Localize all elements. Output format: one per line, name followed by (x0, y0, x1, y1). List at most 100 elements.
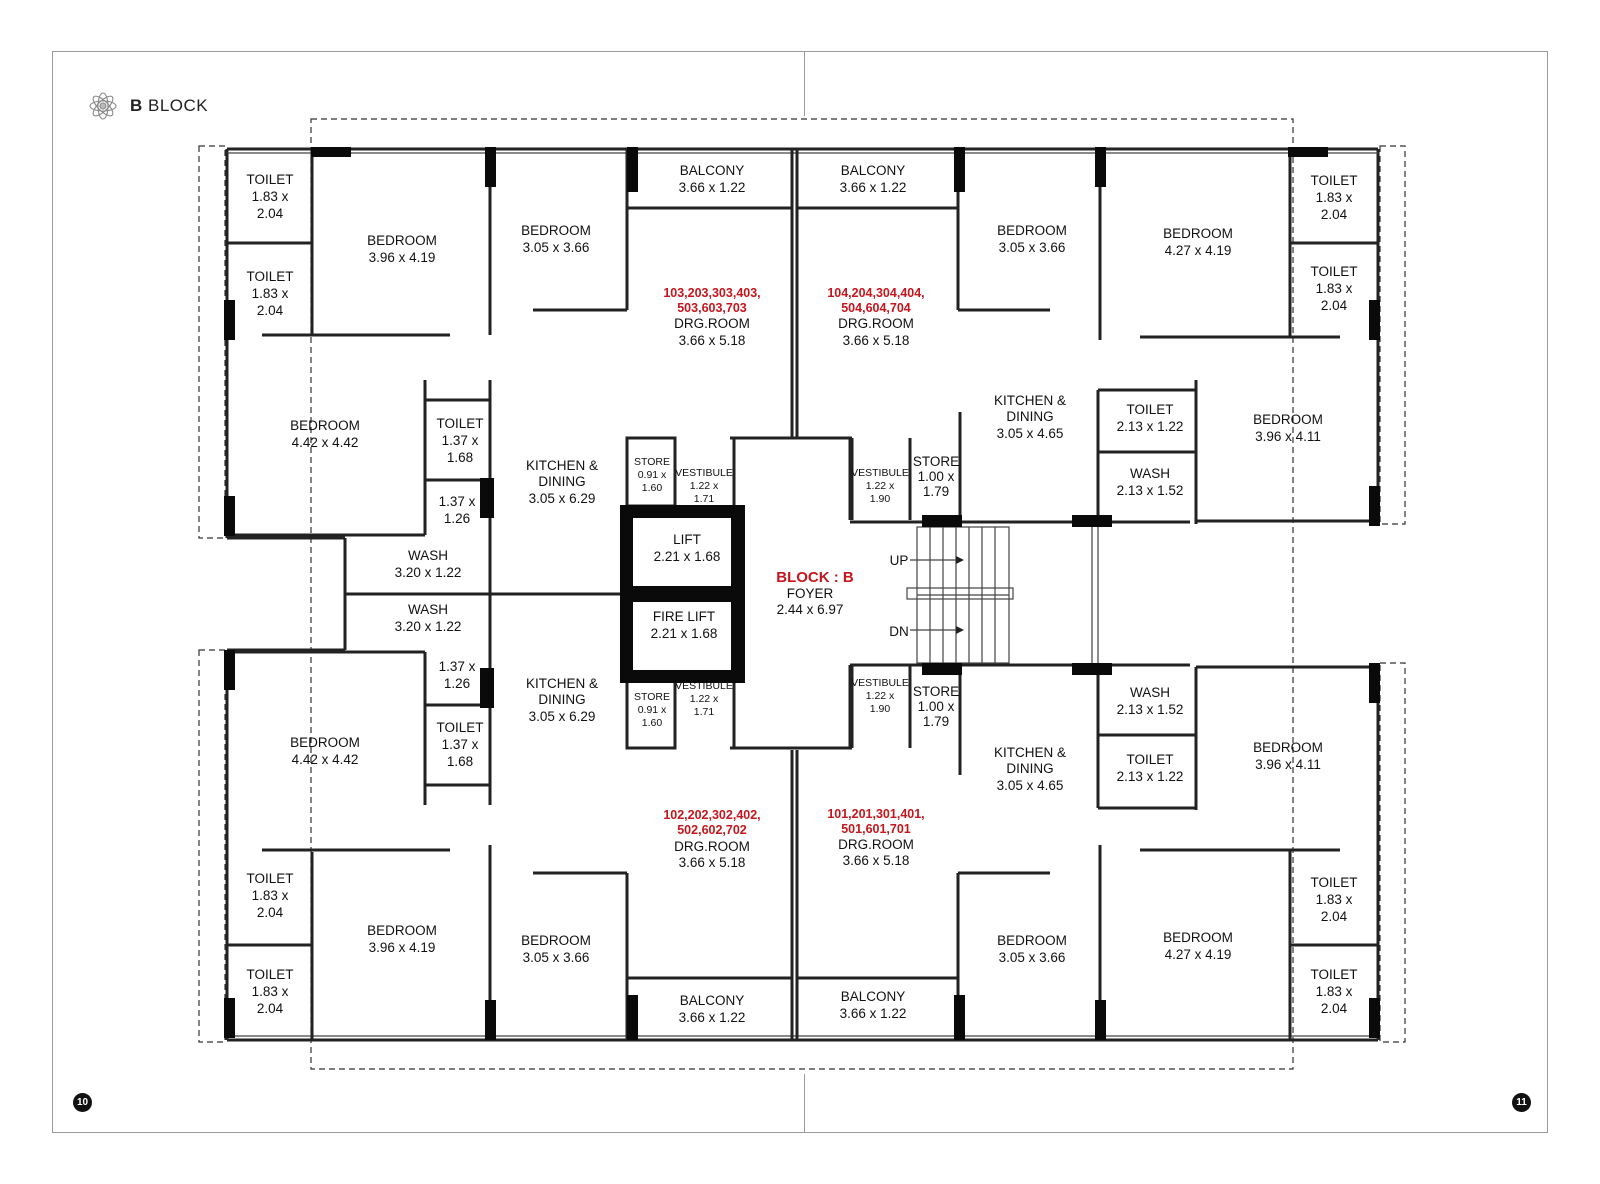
walls-top-right (795, 149, 1378, 524)
room-size: 2.04 (1321, 909, 1348, 924)
room-label: TOILET (1126, 752, 1173, 767)
room-size: 1.90 (870, 703, 891, 715)
room-label: STORE (913, 684, 959, 699)
room-size: 1.37 x (439, 494, 476, 509)
stair-up-label: UP (890, 553, 909, 568)
room-size: 1.83 x (1316, 984, 1353, 999)
room-size: 3.05 x 6.29 (529, 491, 596, 506)
room-size: 1.83 x (252, 286, 289, 301)
room-label: DINING (1006, 409, 1053, 424)
unit-bottom-left: 1.37 x 1.26 WASH 3.20 x 1.22 KITCHEN & D… (246, 602, 760, 1025)
room-size: 3.05 x 3.66 (523, 950, 590, 965)
room-size: 3.66 x 5.18 (679, 333, 746, 348)
room-size: 2.04 (257, 905, 284, 920)
room-size: 0.91 x (638, 469, 667, 481)
room-label: DRG.ROOM (674, 316, 750, 331)
room-label: VESTIBULE (851, 677, 909, 689)
room-label: BEDROOM (367, 233, 437, 248)
room-label: DINING (538, 692, 585, 707)
projection-dashed (1379, 662, 1406, 1043)
foyer-label: FOYER (787, 586, 834, 601)
room-size: 0.91 x (638, 704, 667, 716)
room-size: 4.27 x 4.19 (1165, 243, 1232, 258)
room-label: WASH (1130, 466, 1170, 481)
room-size: 3.66 x 1.22 (679, 180, 746, 195)
room-label: TOILET (1310, 967, 1357, 982)
room-size: 1.83 x (252, 189, 289, 204)
room-size: 2.04 (1321, 1001, 1348, 1016)
room-label: BEDROOM (1163, 930, 1233, 945)
room-label: KITCHEN & (526, 458, 598, 473)
room-label: BALCONY (841, 163, 906, 178)
room-size: 2.04 (257, 206, 284, 221)
foyer-size: 2.44 x 6.97 (777, 602, 844, 617)
room-size: 3.05 x 3.66 (999, 950, 1066, 965)
room-size: 3.96 x 4.19 (369, 940, 436, 955)
room-size: 4.42 x 4.42 (292, 435, 359, 450)
room-label: BEDROOM (521, 933, 591, 948)
room-size: 3.05 x 3.66 (999, 240, 1066, 255)
room-label: BEDROOM (521, 223, 591, 238)
flat-numbers: 504,604,704 (841, 301, 911, 315)
room-label: BALCONY (841, 989, 906, 1004)
room-size: 1.22 x (866, 480, 895, 492)
walls-bottom-left (227, 605, 852, 1040)
room-label: TOILET (1310, 173, 1357, 188)
room-size: 3.96 x 4.11 (1255, 757, 1321, 772)
room-size: 1.68 (447, 450, 473, 465)
room-size: 1.22 x (866, 690, 895, 702)
fire-lift-size: 2.21 x 1.68 (651, 626, 718, 641)
outer-walls (225, 147, 1380, 1042)
room-size: 3.20 x 1.22 (395, 619, 462, 634)
room-label: TOILET (246, 967, 293, 982)
flat-numbers: 101,201,301,401, (827, 807, 924, 821)
room-label: TOILET (246, 269, 293, 284)
room-size: 1.00 x (918, 699, 955, 714)
room-size: 3.66 x 1.22 (840, 180, 907, 195)
room-label: TOILET (436, 720, 483, 735)
room-size: 1.22 x (690, 480, 719, 492)
room-label: DRG.ROOM (838, 316, 914, 331)
room-size: 1.60 (642, 482, 663, 494)
room-label: STORE (913, 454, 959, 469)
room-label: WASH (408, 548, 448, 563)
room-label: VESTIBULE (675, 467, 733, 479)
projection-dashed (1379, 145, 1406, 525)
room-size: 1.37 x (442, 433, 479, 448)
room-size: 3.66 x 1.22 (840, 1006, 907, 1021)
projection-dashed (198, 145, 226, 539)
building-outline-dashed (310, 118, 1294, 1070)
room-size: 1.00 x (918, 469, 955, 484)
room-label: BEDROOM (1253, 740, 1323, 755)
structural-columns (224, 147, 1380, 1040)
room-size: 1.37 x (442, 737, 479, 752)
flat-numbers: 502,602,702 (677, 823, 747, 837)
staircase (906, 524, 1099, 665)
room-size: 2.04 (257, 1001, 284, 1016)
room-size: 4.27 x 4.19 (1165, 947, 1232, 962)
room-label: BEDROOM (290, 418, 360, 433)
center-fold-line (804, 1074, 805, 1133)
room-label: VESTIBULE (675, 680, 733, 692)
room-label: TOILET (1310, 875, 1357, 890)
room-size: 2.04 (257, 303, 284, 318)
room-label: TOILET (436, 416, 483, 431)
room-size: 4.42 x 4.42 (292, 752, 359, 767)
page-frame (52, 51, 1548, 1133)
room-size: 1.79 (923, 484, 949, 499)
room-label: BEDROOM (997, 933, 1067, 948)
room-size: 1.60 (642, 717, 663, 729)
brand-header: B BLOCK (84, 86, 208, 126)
room-size: 1.37 x (439, 659, 476, 674)
block-title-label: BLOCK : B (776, 569, 854, 586)
room-size: 3.66 x 1.22 (679, 1010, 746, 1025)
room-label: DRG.ROOM (838, 837, 914, 852)
room-size: 2.04 (1321, 207, 1348, 222)
room-label: WASH (1130, 685, 1170, 700)
room-label: KITCHEN & (526, 676, 598, 691)
room-label: DINING (1006, 761, 1053, 776)
room-label: KITCHEN & (994, 393, 1066, 408)
room-label: VESTIBULE (851, 467, 909, 479)
room-size: 3.05 x 3.66 (523, 240, 590, 255)
